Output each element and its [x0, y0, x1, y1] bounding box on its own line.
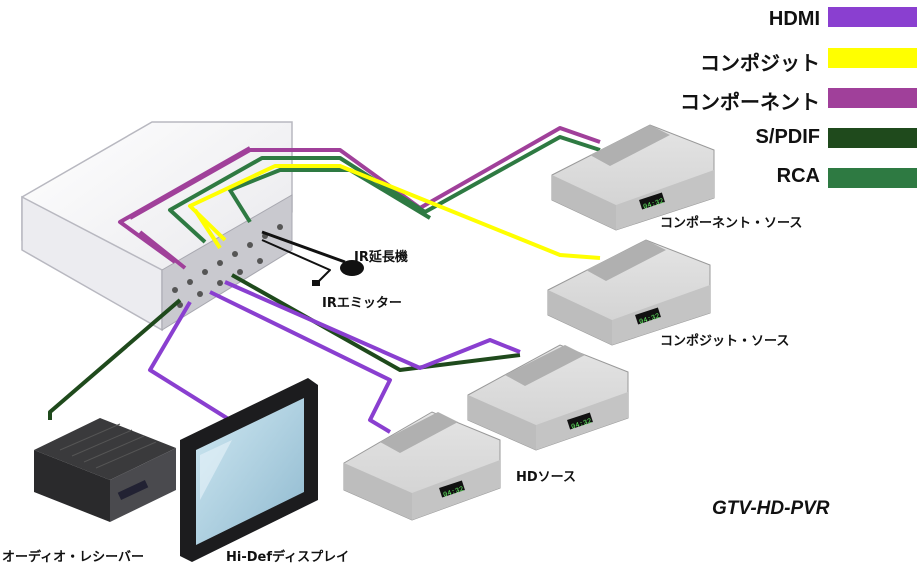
hidef-display-unit	[180, 378, 318, 562]
gtv-hd-pvr-unit	[21, 121, 293, 332]
audio-receiver-label: オーディオ・レシーバー	[2, 550, 144, 565]
composite-source-unit: 04:32	[547, 239, 711, 346]
ir-cable	[261, 230, 346, 264]
audio-receiver-unit	[34, 418, 176, 522]
component-cable	[118, 146, 251, 264]
ir-emitter-label: IRエミッター	[322, 296, 402, 311]
component-source-unit: 04:32	[551, 124, 715, 231]
hd-source-unit-lower: 04:32	[343, 411, 501, 521]
legend-swatch-composite	[828, 48, 917, 68]
hd-source-unit-upper: 04:32	[467, 344, 629, 451]
legend-swatch-component	[828, 88, 917, 108]
legend-swatch-rca	[828, 168, 917, 188]
composite-cable	[193, 208, 222, 250]
hdmi-cable	[209, 290, 392, 434]
legend-label-composite: コンポジット	[700, 53, 820, 75]
spdif-cable	[48, 298, 182, 420]
ir-cable	[261, 239, 331, 283]
legend-label-rca: RCA	[776, 165, 820, 187]
legend-swatch-hdmi	[828, 7, 917, 27]
cable-set	[48, 126, 601, 434]
rca-cable	[228, 168, 432, 224]
component-source-label: コンポーネント・ソース	[660, 216, 803, 231]
ir-extender-label: IR延長機	[354, 250, 408, 265]
legend-label-component: コンポーネント	[680, 92, 820, 114]
hidef-display-label: Hi-Defディスプレイ	[226, 550, 350, 565]
spdif-cable	[231, 273, 521, 372]
ir-extender-device	[340, 260, 364, 276]
component-cable	[138, 230, 187, 270]
legend-swatch-spdif	[828, 128, 917, 148]
legend-label-hdmi: HDMI	[768, 8, 820, 30]
ir-emitter-device	[312, 280, 320, 286]
rca-cable	[168, 135, 601, 244]
hd-source-label: HDソース	[516, 470, 577, 485]
model-name: GTV-HD-PVR	[712, 498, 830, 519]
connector-panel	[172, 224, 283, 308]
hdmi-cable	[148, 300, 232, 422]
legend-label-spdif: S/PDIF	[755, 126, 820, 148]
composite-source-label: コンポジット・ソース	[660, 334, 790, 349]
hdmi-cable	[224, 280, 521, 370]
